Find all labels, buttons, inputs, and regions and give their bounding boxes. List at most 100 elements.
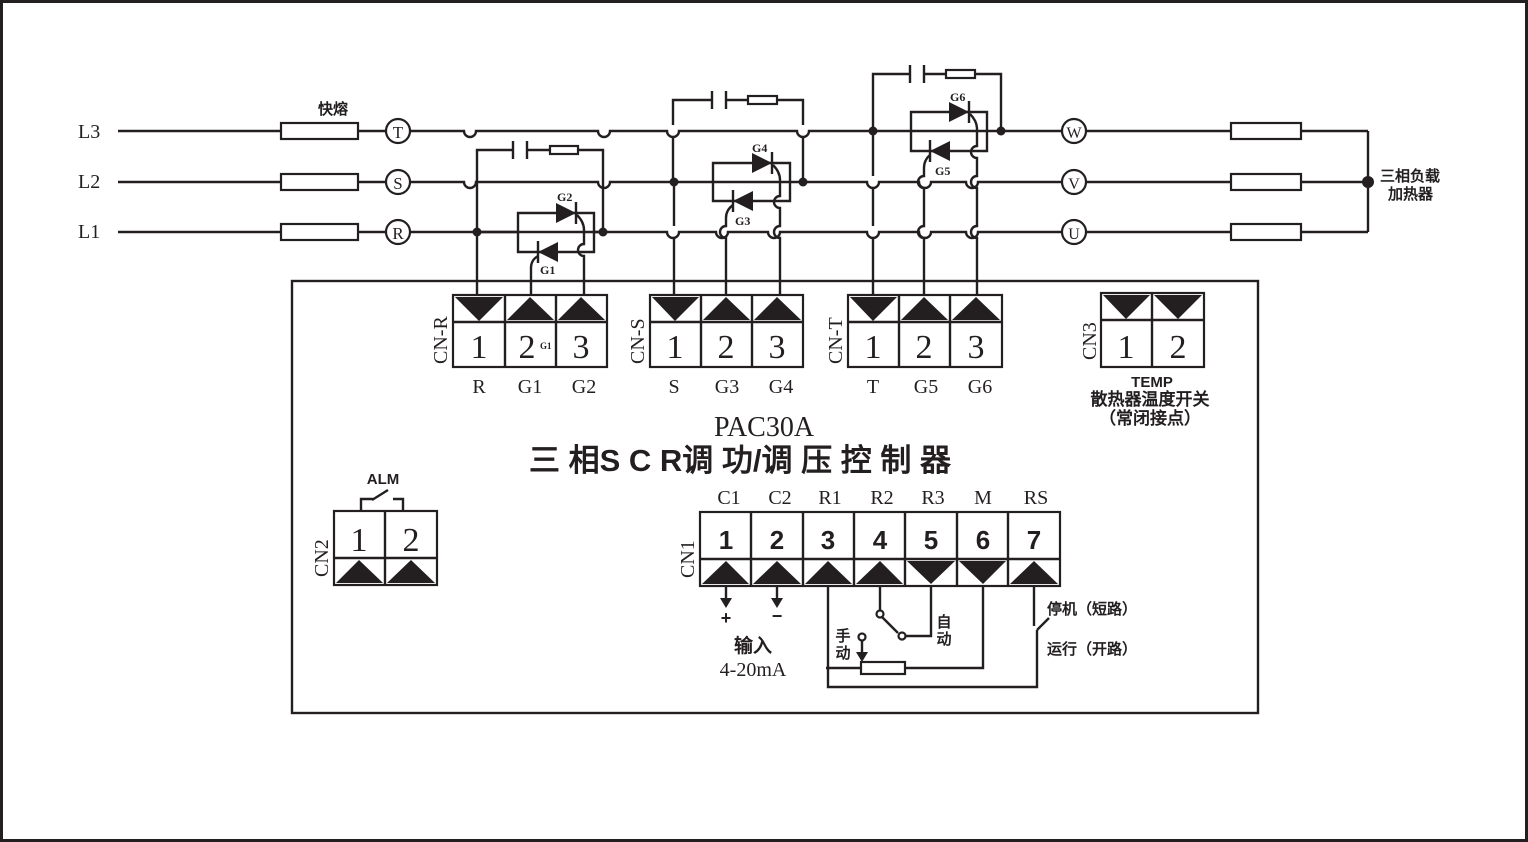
cn-s-pin-1: 1 bbox=[667, 329, 684, 366]
wire-r1-rs bbox=[826, 586, 1039, 689]
pin-arrow-down-icon bbox=[1103, 295, 1150, 319]
connector-cn-s: 1 2 3 CN-S S G3 G4 bbox=[627, 293, 805, 398]
terminal-s: S bbox=[384, 168, 412, 196]
label-g4: G4 bbox=[752, 141, 767, 155]
cn-t-pin-2: 2 bbox=[916, 329, 933, 366]
arrow-down-icon bbox=[771, 598, 783, 608]
load-heater-w bbox=[1229, 121, 1303, 141]
scr-g1-icon bbox=[538, 242, 558, 262]
cn-s-pin-3: 3 bbox=[769, 329, 786, 366]
input-plus: + bbox=[721, 608, 732, 628]
manual-label-2: 动 bbox=[835, 644, 850, 662]
pin-arrow-down-icon bbox=[907, 561, 955, 584]
cn-s-label: CN-S bbox=[627, 318, 649, 364]
cn1-signal-7: RS bbox=[1024, 487, 1048, 509]
gate-wire-g6 bbox=[969, 113, 979, 295]
scr-pair-r: G2 G1 bbox=[472, 141, 608, 295]
svg-text:T: T bbox=[393, 123, 404, 142]
svg-text:V: V bbox=[1068, 176, 1080, 193]
cn-t-label: CN-T bbox=[825, 317, 847, 364]
terminal-r: R bbox=[384, 218, 412, 246]
cn-s-signal-1: S bbox=[668, 376, 679, 398]
svg-text:S: S bbox=[393, 174, 402, 193]
wire-r3 bbox=[906, 586, 933, 638]
cn-r-pin-2: 2 bbox=[519, 329, 536, 366]
snubber-wire-t bbox=[871, 72, 1003, 131]
snubber-wire-s bbox=[671, 98, 805, 182]
cn3-title: TEMP bbox=[1131, 374, 1173, 391]
snubber-resistor-t bbox=[944, 68, 977, 80]
pin-arrow-up-icon bbox=[1010, 561, 1058, 584]
product-title: 三 相S C R调 功/调 压 控 制 器 bbox=[529, 443, 952, 478]
cn1-pin-7: 7 bbox=[1027, 525, 1041, 555]
cn-r-pin-1: 1 bbox=[471, 329, 488, 366]
fuse-label: 快熔 bbox=[318, 100, 349, 118]
snubber-resistor-s bbox=[746, 94, 779, 106]
gate-wire-g3 bbox=[718, 204, 734, 295]
label-g1: G1 bbox=[540, 263, 555, 277]
model-title: PAC30A bbox=[714, 412, 815, 443]
pin-arrow-down-icon bbox=[959, 561, 1006, 584]
line-label-l1: L1 bbox=[78, 221, 100, 243]
scr-g4-icon bbox=[752, 153, 772, 173]
load-heater-v bbox=[1229, 172, 1303, 192]
connector-cn-r: 1 2 G1 3 CN-R R G1 G2 bbox=[430, 293, 609, 398]
cn1-signal-4: R2 bbox=[870, 487, 893, 509]
svg-text:R: R bbox=[392, 224, 404, 243]
terminal-t: T bbox=[384, 117, 412, 145]
pin-arrow-up-icon bbox=[558, 297, 605, 320]
pin-arrow-up-icon bbox=[901, 297, 948, 320]
scr-g2-icon bbox=[556, 203, 576, 223]
cn3-desc: 散热器温度开关 bbox=[1091, 389, 1210, 409]
potentiometer bbox=[859, 660, 907, 676]
scr-frame-t bbox=[909, 110, 989, 153]
gate-wire-g5 bbox=[916, 154, 931, 295]
cn-t-signal-3: G6 bbox=[968, 376, 992, 398]
pin-arrow-up-icon bbox=[753, 561, 801, 584]
scr-g5-icon bbox=[930, 141, 950, 161]
input-minus: − bbox=[772, 606, 783, 626]
alarm-contact-icon bbox=[359, 488, 405, 510]
pin-arrow-down-icon bbox=[1154, 295, 1202, 319]
wire-l3 bbox=[118, 129, 1368, 139]
wire-m bbox=[905, 586, 985, 670]
pin-arrow-up-icon bbox=[507, 297, 554, 320]
pin-arrow-up-icon bbox=[754, 297, 801, 320]
cn2-label: CN2 bbox=[311, 539, 333, 577]
cn1-label: CN1 bbox=[677, 540, 699, 578]
fuse-l2 bbox=[279, 172, 360, 192]
gate-wire-g1 bbox=[529, 254, 539, 295]
input-range: 4-20mA bbox=[720, 659, 787, 681]
cn-s-pin-2: 2 bbox=[718, 329, 735, 366]
cn3-label: CN3 bbox=[1079, 322, 1101, 360]
controller-body bbox=[290, 279, 1260, 715]
terminal-u: U bbox=[1060, 218, 1088, 246]
run-label: 运行（开路） bbox=[1047, 640, 1137, 658]
capacitor-s bbox=[710, 91, 728, 109]
mode-control-wiring: 手 动 自 动 停机（短路） 运行（开路） bbox=[826, 586, 1137, 689]
auto-label-2: 动 bbox=[936, 630, 951, 648]
cn-r-pin2-note: G1 bbox=[540, 341, 552, 351]
label-g3: G3 bbox=[735, 214, 750, 228]
pin-arrow-up-icon bbox=[336, 560, 383, 583]
gate-wire-g4 bbox=[772, 164, 782, 295]
load-heater-u bbox=[1229, 222, 1303, 242]
cn-s-signal-2: G3 bbox=[715, 376, 739, 398]
scr-g3-icon bbox=[733, 191, 753, 211]
cn1-signal-1: C1 bbox=[717, 487, 740, 509]
pin-arrow-up-icon bbox=[952, 297, 1000, 320]
pin-arrow-down-icon bbox=[455, 297, 503, 321]
snubber-resistor-r bbox=[548, 144, 580, 156]
cn1-pin-1: 1 bbox=[719, 525, 733, 555]
cn1-signal-3: R1 bbox=[818, 487, 841, 509]
cn-t-pin-1: 1 bbox=[865, 329, 882, 366]
manual-label-1: 手 bbox=[835, 627, 850, 645]
terminal-v: V bbox=[1060, 168, 1088, 196]
pin-arrow-down-icon bbox=[652, 297, 699, 321]
fuse-l3 bbox=[279, 121, 360, 141]
auto-manual-switch[interactable] bbox=[881, 616, 899, 634]
cn-r-signal-1: R bbox=[472, 376, 486, 398]
run-stop-switch[interactable] bbox=[1036, 617, 1050, 631]
